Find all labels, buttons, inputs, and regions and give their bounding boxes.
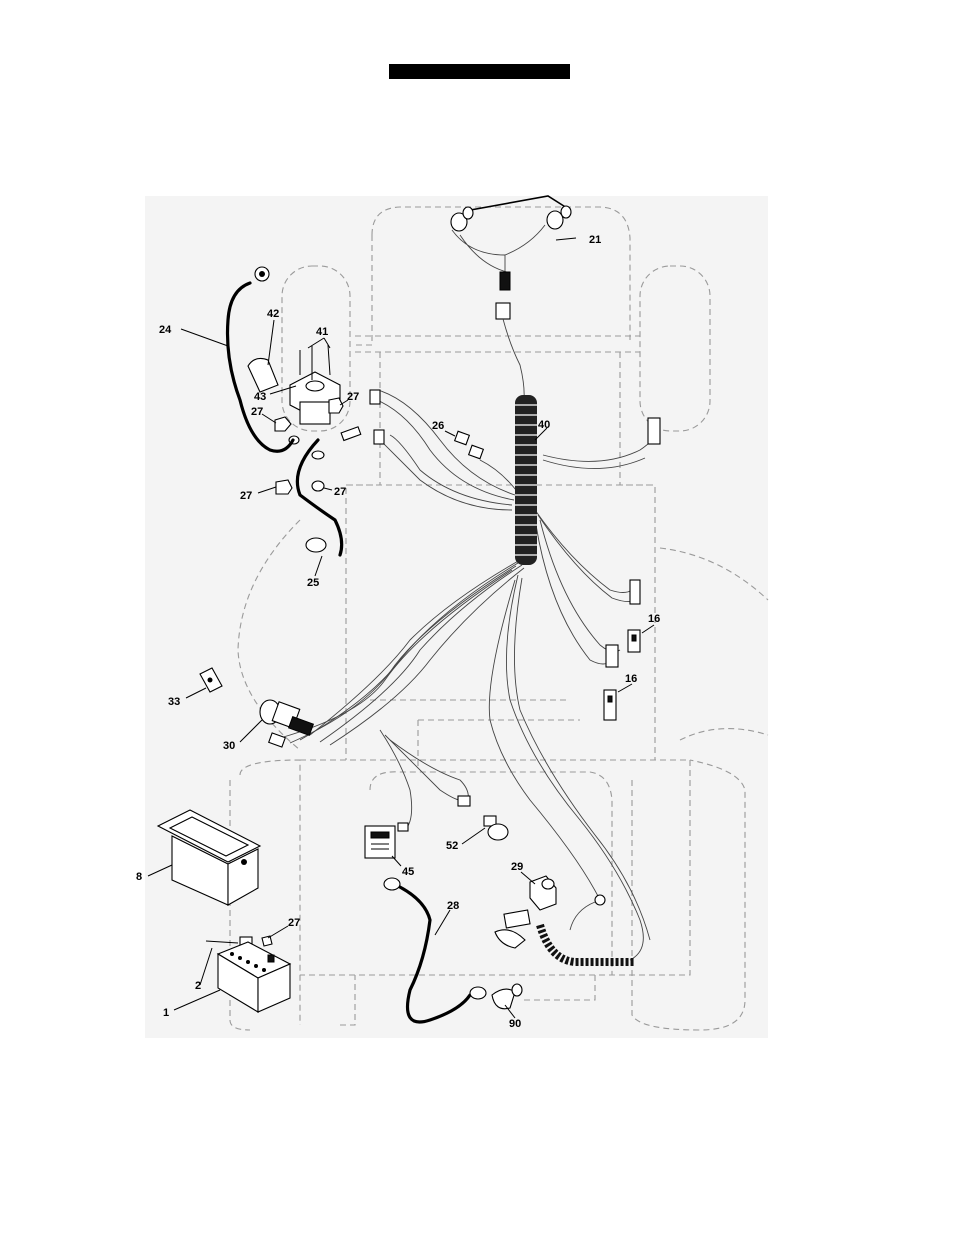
callout-16-upper: 16 — [648, 613, 660, 625]
callout-33: 33 — [168, 696, 180, 708]
callout-8: 8 — [136, 871, 142, 883]
callout-27-d: 27 — [334, 486, 346, 498]
harness-loom — [515, 395, 537, 565]
callout-90: 90 — [509, 1018, 521, 1030]
callout-27-b: 27 — [251, 406, 263, 418]
callout-29: 29 — [511, 861, 523, 873]
callout-27-c: 27 — [240, 490, 252, 502]
callout-45: 45 — [402, 866, 414, 878]
callout-40: 40 — [538, 419, 550, 431]
callout-26: 26 — [432, 420, 444, 432]
callout-2: 2 — [195, 980, 201, 992]
callout-25: 25 — [307, 577, 319, 589]
callout-52: 52 — [446, 840, 458, 852]
callout-24: 24 — [159, 324, 172, 336]
seat-switch-connector — [648, 418, 660, 444]
callout-41: 41 — [316, 326, 328, 338]
callout-28: 28 — [447, 900, 459, 912]
callout-16-lower: 16 — [625, 673, 637, 685]
callout-27-e: 27 — [288, 917, 300, 929]
callout-1: 1 — [163, 1007, 169, 1019]
callout-42: 42 — [267, 308, 279, 320]
callout-27-a: 27 — [347, 391, 359, 403]
callout-30: 30 — [223, 740, 235, 752]
callout-21: 21 — [589, 234, 601, 246]
callout-43: 43 — [254, 391, 266, 403]
